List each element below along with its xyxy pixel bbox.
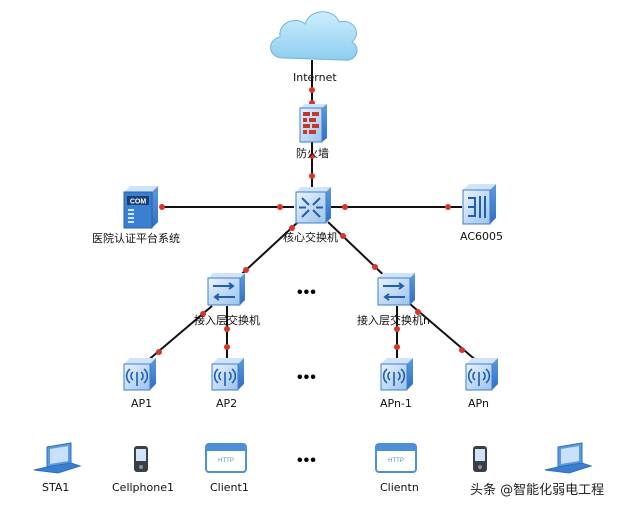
firewall-icon (299, 104, 327, 143)
core-switch-label: 核心交换机 (283, 231, 338, 244)
link-dot (156, 349, 162, 355)
ellipsis-switches: ••• (297, 284, 317, 301)
ap1-icon (123, 358, 156, 391)
link-dot (277, 204, 283, 210)
apn1-label: APn-1 (380, 397, 412, 410)
apn1-icon (380, 358, 413, 391)
watermark: 头条 @智能化弱电工程 (470, 483, 605, 498)
core-switch-icon (295, 187, 331, 224)
server-icon: COM (123, 186, 158, 229)
link-dot (459, 347, 465, 353)
link-dot (243, 267, 249, 273)
apn-icon (465, 358, 498, 391)
firewall-label: 防火墙 (296, 147, 329, 160)
link-dot (159, 204, 165, 210)
access-switch-n-label: 接入层交换机n (357, 314, 430, 327)
link-dot (445, 204, 451, 210)
access-switch-1-icon (207, 273, 245, 306)
ac-controller-icon (462, 184, 496, 225)
client1-label: Client1 (210, 481, 249, 494)
hospital-auth-label: 医院认证平台系统 (92, 232, 180, 245)
server-screen-text: COM (130, 199, 147, 206)
link-dot (224, 344, 230, 350)
link-dot (340, 233, 346, 239)
link-dot (224, 326, 230, 332)
link-dot (309, 153, 315, 159)
access-switch-1-label: 接入层交换机 (194, 314, 260, 327)
browser-tab-text: HTTP (388, 458, 404, 464)
clientn-browser-icon: HTTP (375, 443, 417, 473)
cellphone-icon-2 (473, 446, 487, 472)
link-dot (394, 326, 400, 332)
ellipsis-aps: ••• (297, 369, 317, 386)
internet-label: Internet (293, 71, 337, 84)
cellphone1-label: Cellphone1 (112, 481, 174, 494)
link-dot (342, 204, 348, 210)
browser-tab-text: HTTP (218, 458, 234, 464)
link-dot (200, 311, 206, 317)
cloud-icon (270, 11, 358, 61)
link-dot (309, 173, 315, 179)
apn-label: APn (468, 397, 489, 410)
link-dot (289, 225, 295, 231)
link-core-accessn (327, 221, 393, 284)
link-core-access1 (231, 221, 299, 284)
ap1-label: AP1 (131, 397, 153, 410)
access-switch-n-icon (377, 273, 415, 306)
ap2-icon (211, 358, 244, 391)
link-dot (415, 309, 421, 315)
cellphone-icon (134, 446, 148, 472)
link-dot (394, 344, 400, 350)
ellipsis-clients: ••• (297, 452, 317, 469)
laptop-icon (33, 442, 82, 474)
sta1-label: STA1 (42, 481, 70, 494)
link-dots (156, 87, 465, 355)
laptop-icon-2 (544, 442, 593, 474)
link-dot (309, 87, 315, 93)
ac-label: AC6005 (460, 230, 504, 243)
link-dot (372, 264, 378, 270)
ap2-label: AP2 (216, 397, 238, 410)
client1-browser-icon: HTTP (205, 443, 247, 473)
clientn-label: Clientn (380, 481, 419, 494)
link-accessn-apn (409, 303, 479, 363)
